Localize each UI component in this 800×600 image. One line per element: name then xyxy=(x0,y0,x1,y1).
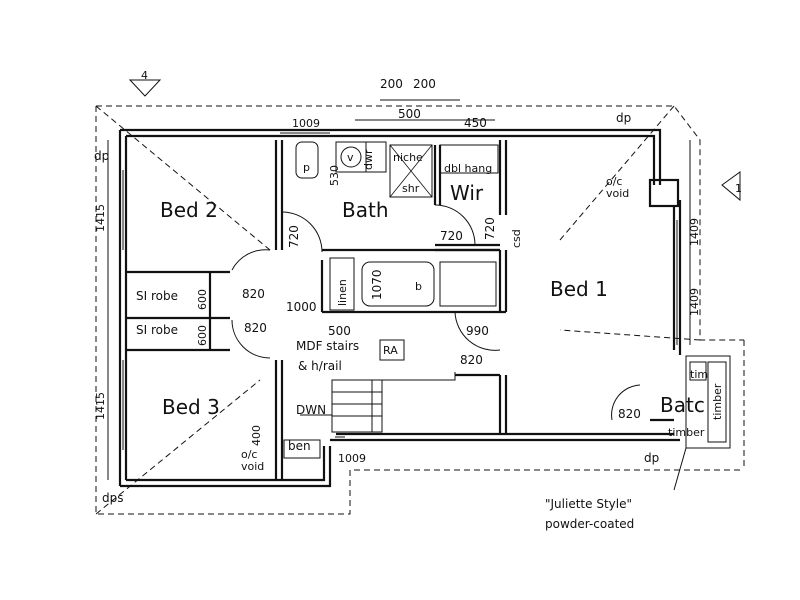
label-dbl-hang: dbl hang xyxy=(444,162,492,175)
dim-500-mid: 500 xyxy=(328,324,351,338)
dim-990: 990 xyxy=(466,324,489,338)
marker-dp-bottom: dp xyxy=(644,451,659,465)
label-dwn: DWN xyxy=(296,403,326,417)
dim-720-b: 720 xyxy=(440,229,463,243)
dim-600-a: 600 xyxy=(196,289,209,310)
dim-200-b: 200 xyxy=(413,77,436,91)
stairs xyxy=(300,339,456,433)
section-markers xyxy=(128,79,741,202)
dim-1000: 1000 xyxy=(286,300,317,314)
marker-dps: dps xyxy=(102,491,124,505)
label-ben: ben xyxy=(288,439,311,453)
dim-820-b: 820 xyxy=(244,321,267,335)
dim-1070: 1070 xyxy=(370,269,384,300)
note-juliette-style: "Juliette Style" xyxy=(545,497,632,511)
dim-720-c: 720 xyxy=(483,217,497,240)
label-timber-horizontal: timber xyxy=(668,426,705,439)
label-ra: RA xyxy=(383,344,398,357)
room-bed3: Bed 3 xyxy=(162,395,220,419)
dim-500-top: 500 xyxy=(398,107,421,121)
label-dwr: dwr xyxy=(362,149,375,170)
dim-450: 450 xyxy=(464,116,487,130)
roof-outline xyxy=(95,105,745,515)
marker-section-right: 1 xyxy=(735,182,742,195)
dimension-lines xyxy=(107,99,691,480)
label-csd: csd xyxy=(510,229,523,248)
label-h-rail: & h/rail xyxy=(298,359,342,373)
room-bed2: Bed 2 xyxy=(160,198,218,222)
marker-section-top: 4 xyxy=(141,69,148,82)
room-batc: Batc xyxy=(660,393,705,417)
internal-walls xyxy=(126,140,674,480)
dim-720-a: 720 xyxy=(287,225,301,248)
windows xyxy=(122,132,678,450)
room-bath: Bath xyxy=(342,198,389,222)
label-oc-void-2b: void xyxy=(241,460,264,473)
balcony-rail xyxy=(283,355,731,491)
marker-dp-left: dp xyxy=(94,149,109,163)
label-b: b xyxy=(415,280,422,293)
external-walls xyxy=(118,128,682,488)
dim-820-a: 820 xyxy=(242,287,265,301)
dim-1409-b: 1409 xyxy=(688,288,701,316)
dim-820-c: 820 xyxy=(460,353,483,367)
dim-200-a: 200 xyxy=(380,77,403,91)
dim-530: 530 xyxy=(328,165,341,186)
bathroom-fixtures xyxy=(295,141,499,311)
dim-600-b: 600 xyxy=(196,325,209,346)
label-niche: niche xyxy=(393,151,423,164)
label-v: v xyxy=(347,151,354,164)
label-si-robe-2: SI robe xyxy=(136,323,178,337)
dim-820-d: 820 xyxy=(618,407,641,421)
room-bed1: Bed 1 xyxy=(550,277,608,301)
room-wir: Wir xyxy=(450,181,484,205)
label-linen: linen xyxy=(336,279,349,306)
note-powder-coated: powder-coated xyxy=(545,517,634,531)
dim-1409-a: 1409 xyxy=(688,218,701,246)
dim-1415-a: 1415 xyxy=(94,204,107,232)
label-tim: tim xyxy=(690,368,708,381)
marker-dp-top: dp xyxy=(616,111,631,125)
label-si-robe-1: SI robe xyxy=(136,289,178,303)
dim-400: 400 xyxy=(250,425,263,446)
label-p: p xyxy=(303,161,310,174)
label-mdf-stairs: MDF stairs xyxy=(296,339,359,353)
label-oc-void-1b: void xyxy=(606,187,629,200)
dim-1009-bottom: 1009 xyxy=(338,452,366,465)
label-oc-void-1: o/c xyxy=(606,175,622,188)
door-swings xyxy=(231,204,641,421)
dim-1415-b: 1415 xyxy=(94,392,107,420)
label-shr: shr xyxy=(402,182,420,195)
label-timber-vertical: timber xyxy=(711,383,724,420)
dim-1009-top: 1009 xyxy=(292,117,320,130)
label-oc-void-2: o/c xyxy=(241,448,257,461)
